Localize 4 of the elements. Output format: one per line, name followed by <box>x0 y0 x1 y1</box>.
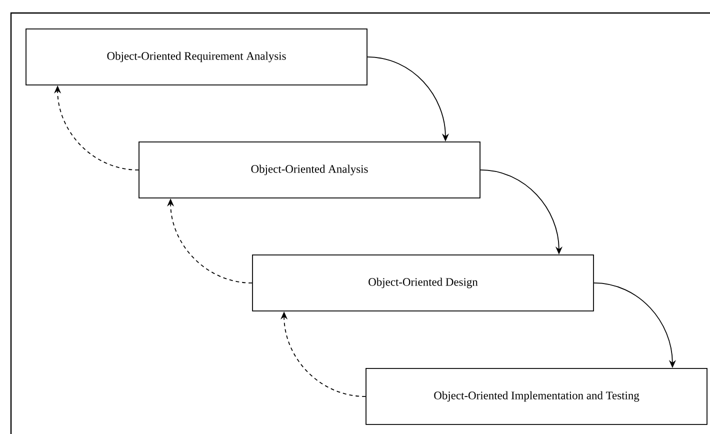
process-box: Object-Oriented Analysis <box>138 142 480 198</box>
process-box: Object-Oriented Implementation and Testing <box>366 368 708 425</box>
process-box: Object-Oriented Design <box>252 254 594 312</box>
process-box: Object-Oriented Requirement Analysis <box>26 28 368 86</box>
